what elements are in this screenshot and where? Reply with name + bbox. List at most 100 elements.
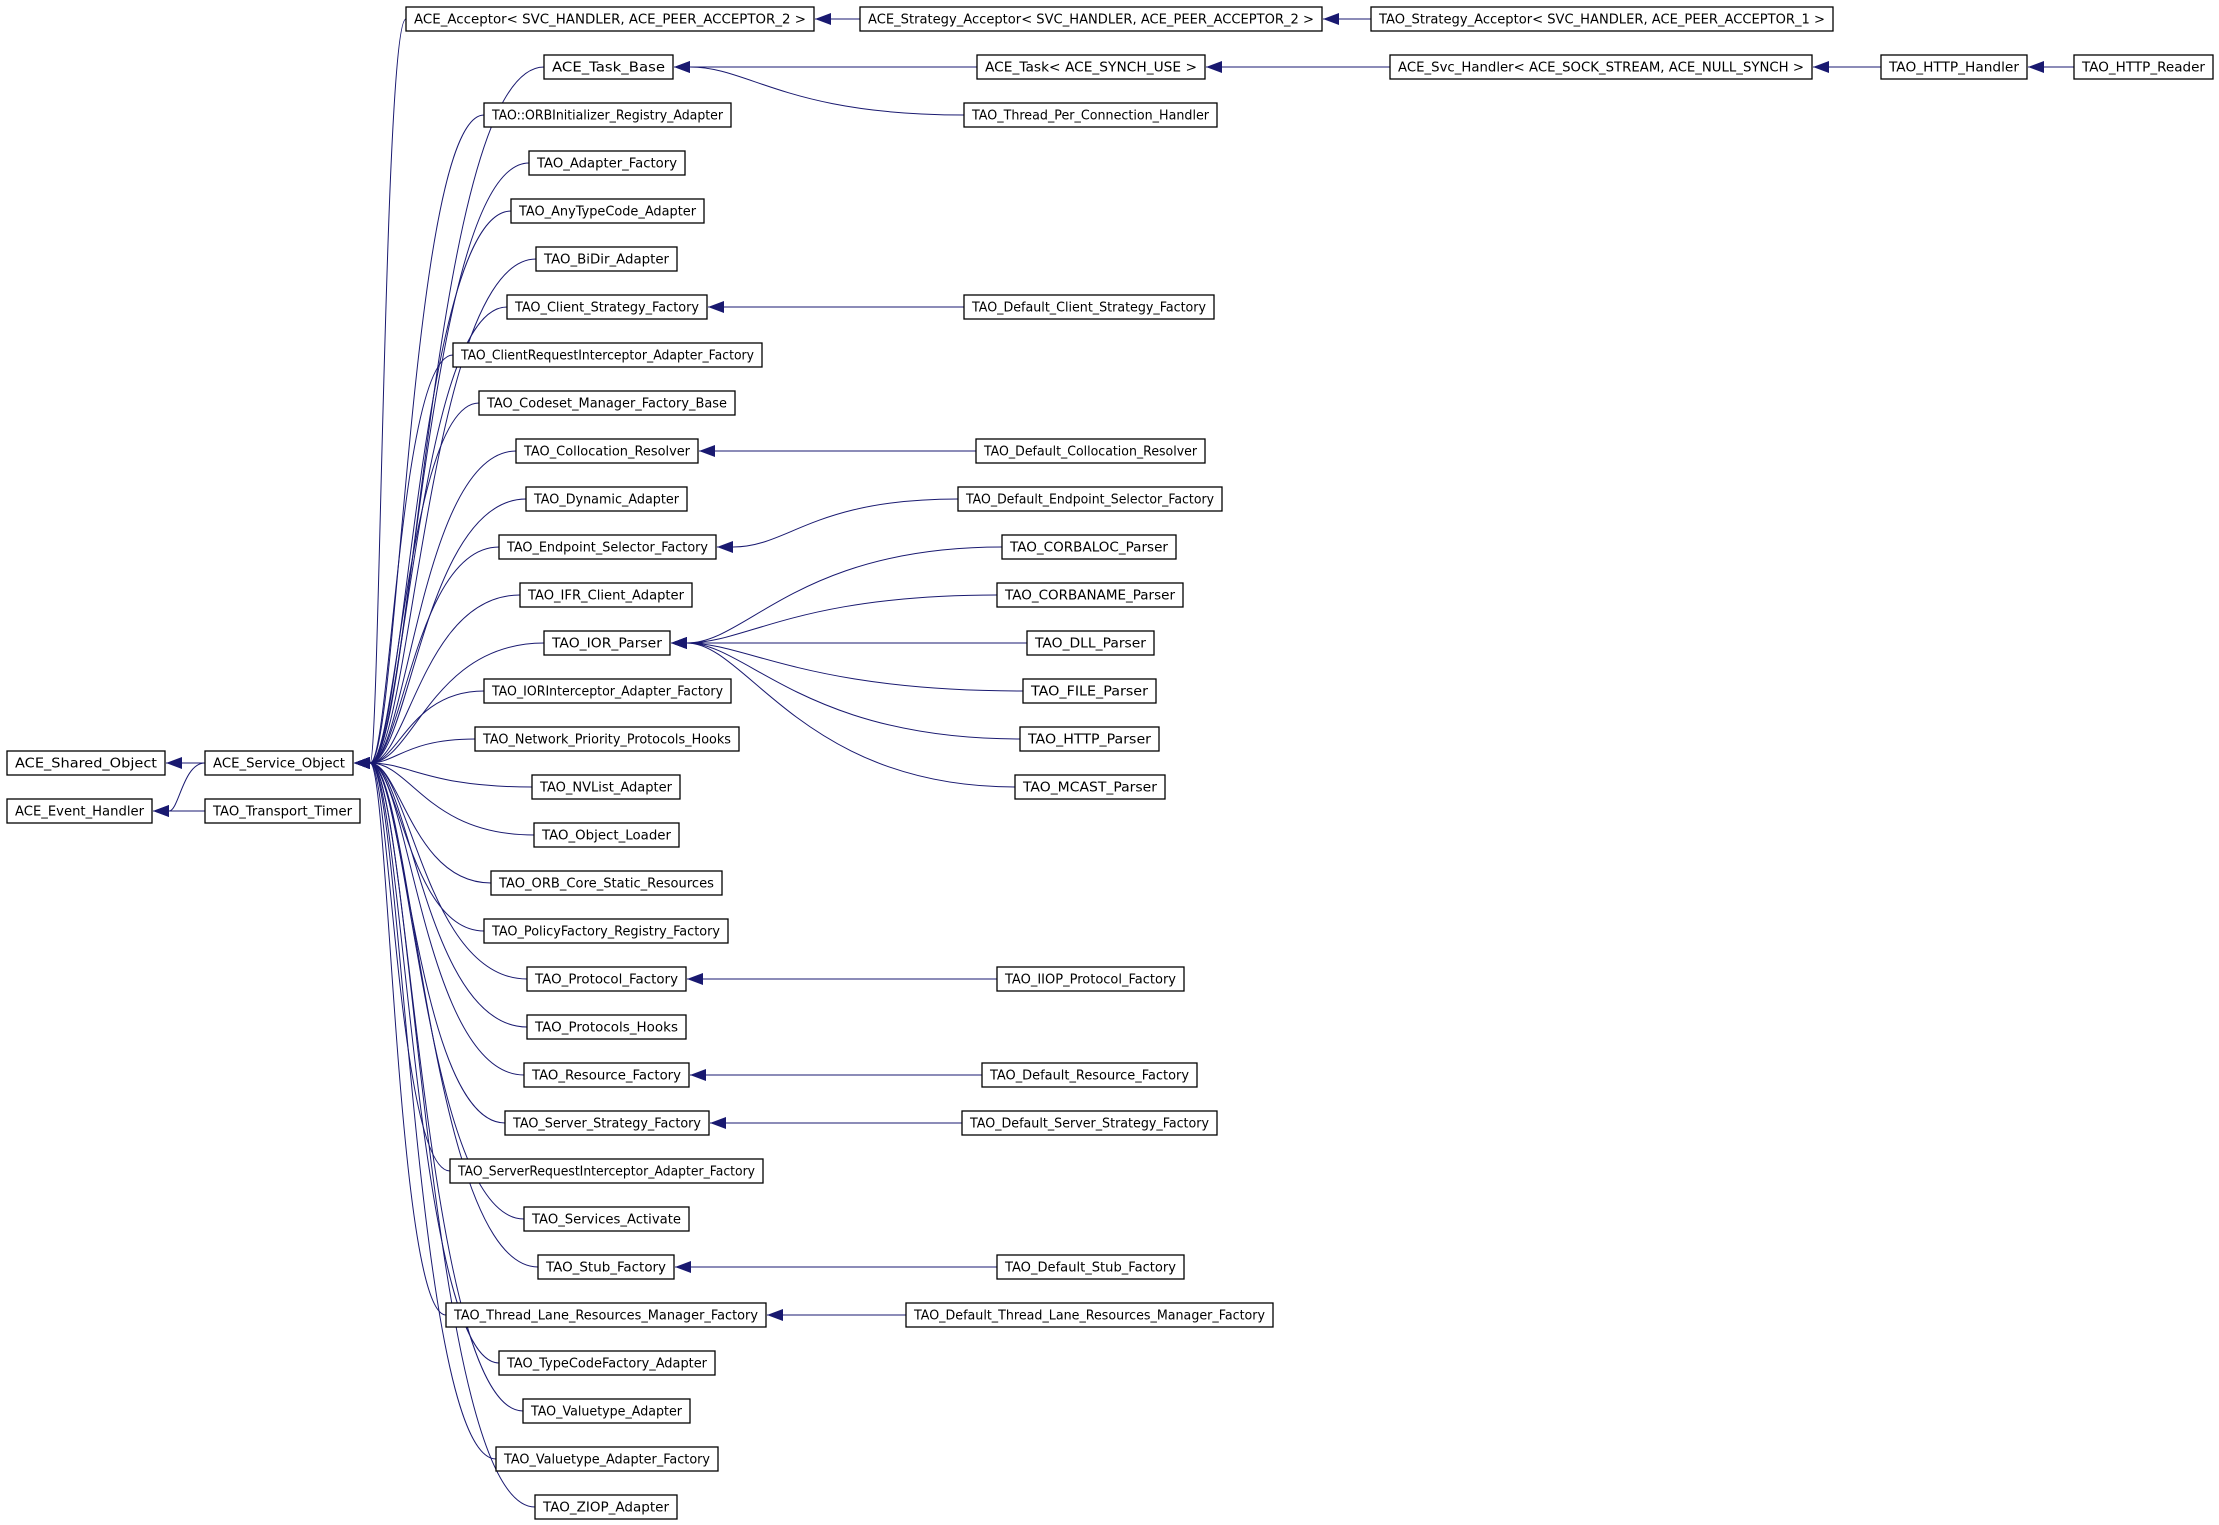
class-box (543, 54, 674, 80)
class-node-tao-corbaname-parser[interactable]: TAO_CORBANAME_Parser (996, 582, 1184, 608)
class-name-label: ACE_Strategy_Acceptor< SVC_HANDLER, ACE_… (868, 13, 1314, 28)
class-box (519, 582, 693, 608)
class-name-label: TAO_IOR_Parser (551, 637, 663, 652)
class-node-ace-service-object[interactable]: ACE_Service_Object (204, 750, 354, 776)
class-node-tao-file-parser[interactable]: TAO_FILE_Parser (1022, 678, 1157, 704)
class-name-label: TAO_Default_Stub_Factory (1004, 1261, 1176, 1276)
class-box (498, 534, 717, 560)
inheritance-edge-tao-client-strategy-factory (354, 306, 508, 769)
class-node-tao-client-strategy-factory[interactable]: TAO_Client_Strategy_Factory (506, 294, 708, 320)
class-node-tao-ziop-adapter[interactable]: TAO_ZIOP_Adapter (534, 1494, 678, 1520)
class-node-tao-ifr-client-adapter[interactable]: TAO_IFR_Client_Adapter (519, 582, 693, 608)
class-node-ace-acceptor[interactable]: ACE_Acceptor< SVC_HANDLER, ACE_PEER_ACCE… (405, 6, 815, 32)
class-node-tao-mcast-parser[interactable]: TAO_MCAST_Parser (1014, 774, 1166, 800)
inheritance-edge-tao-stub-factory (354, 757, 539, 1268)
class-node-tao-object-loader[interactable]: TAO_Object_Loader (533, 822, 680, 848)
class-node-tao-resource-factory[interactable]: TAO_Resource_Factory (523, 1062, 690, 1088)
class-node-tao-server-strategy-factory[interactable]: TAO_Server_Strategy_Factory (504, 1110, 710, 1136)
class-name-label: TAO_Default_Resource_Factory (989, 1069, 1189, 1084)
class-box (1014, 774, 1166, 800)
class-node-tao-default-endpoint-selector-factory[interactable]: TAO_Default_Endpoint_Selector_Factory (957, 486, 1223, 512)
class-node-tao-protocols-hooks[interactable]: TAO_Protocols_Hooks (526, 1014, 687, 1040)
inheritance-edge-tao-dynamic-adapter (354, 498, 527, 769)
inheritance-edge-tao-corbaloc-parser (671, 546, 1003, 649)
class-name-label: TAO_PolicyFactory_Registry_Factory (491, 925, 720, 940)
class-node-tao-http-reader[interactable]: TAO_HTTP_Reader (2073, 54, 2214, 80)
class-name-label: TAO_Network_Priority_Protocols_Hooks (482, 733, 731, 748)
class-node-tao-adapter-factory[interactable]: TAO_Adapter_Factory (528, 150, 686, 176)
inheritance-edge-tao-typecodefactory-adapter (354, 757, 500, 1364)
class-node-tao-orb-core-static-resources[interactable]: TAO_ORB_Core_Static_Resources (490, 870, 723, 896)
inheritance-edge-tao-server-strategy-factory (354, 757, 506, 1124)
class-node-tao-iiop-protocol-factory[interactable]: TAO_IIOP_Protocol_Factory (996, 966, 1185, 992)
class-name-label: TAO_Stub_Factory (545, 1261, 666, 1276)
class-node-tao-typecodefactory-adapter[interactable]: TAO_TypeCodeFactory_Adapter (498, 1350, 716, 1376)
class-node-tao-corbaloc-parser[interactable]: TAO_CORBALOC_Parser (1001, 534, 1177, 560)
class-name-label: TAO_Valuetype_Adapter_Factory (503, 1453, 710, 1468)
class-box (498, 1350, 716, 1376)
class-node-tao-valuetype-adapter-factory[interactable]: TAO_Valuetype_Adapter_Factory (495, 1446, 719, 1472)
class-name-label: TAO_Valuetype_Adapter (530, 1405, 683, 1420)
class-name-label: TAO_Thread_Lane_Resources_Manager_Factor… (453, 1309, 758, 1324)
class-name-label: TAO_HTTP_Reader (2081, 61, 2206, 76)
inheritance-edge-tao-resource-factory (354, 757, 525, 1076)
class-node-tao-dynamic-adapter[interactable]: TAO_Dynamic_Adapter (525, 486, 688, 512)
class-node-tao-codeset-manager-factory-base[interactable]: TAO_Codeset_Manager_Factory_Base (478, 390, 736, 416)
class-node-tao-endpoint-selector-factory[interactable]: TAO_Endpoint_Selector_Factory (498, 534, 717, 560)
class-node-tao-thread-per-connection-handler[interactable]: TAO_Thread_Per_Connection_Handler (963, 102, 1218, 128)
class-node-tao-stub-factory[interactable]: TAO_Stub_Factory (537, 1254, 675, 1280)
class-node-tao-bidir-adapter[interactable]: TAO_BiDir_Adapter (535, 246, 678, 272)
class-node-ace-task[interactable]: ACE_Task< ACE_SYNCH_USE > (976, 54, 1206, 80)
class-node-tao-default-collocation-resolver[interactable]: TAO_Default_Collocation_Resolver (975, 438, 1206, 464)
class-node-tao-clientrequestinterceptor-adapter-factory[interactable]: TAO_ClientRequestInterceptor_Adapter_Fac… (452, 342, 763, 368)
class-node-ace-strategy-acceptor[interactable]: ACE_Strategy_Acceptor< SVC_HANDLER, ACE_… (859, 6, 1323, 32)
class-node-tao-policyfactory-registry-factory[interactable]: TAO_PolicyFactory_Registry_Factory (483, 918, 729, 944)
class-name-label: TAO_IIOP_Protocol_Factory (1004, 973, 1176, 988)
inheritance-edge-tao-valuetype-adapter-factory (354, 757, 497, 1460)
class-node-tao-http-handler[interactable]: TAO_HTTP_Handler (1880, 54, 2028, 80)
class-node-ace-shared-object[interactable]: ACE_Shared_Object (6, 750, 166, 776)
class-node-tao-dll-parser[interactable]: TAO_DLL_Parser (1026, 630, 1155, 656)
class-name-label: ACE_Svc_Handler< ACE_SOCK_STREAM, ACE_NU… (1398, 61, 1804, 76)
class-box (528, 150, 686, 176)
class-box (981, 1062, 1198, 1088)
class-node-tao-default-resource-factory[interactable]: TAO_Default_Resource_Factory (981, 1062, 1198, 1088)
class-node-tao-valuetype-adapter[interactable]: TAO_Valuetype_Adapter (522, 1398, 691, 1424)
class-box (1370, 6, 1834, 32)
class-node-tao-default-server-strategy-factory[interactable]: TAO_Default_Server_Strategy_Factory (961, 1110, 1218, 1136)
class-node-tao-ior-parser[interactable]: TAO_IOR_Parser (543, 630, 671, 656)
class-node-tao-transport-timer[interactable]: TAO_Transport_Timer (204, 798, 361, 824)
class-node-ace-task-base[interactable]: ACE_Task_Base (543, 54, 674, 80)
class-node-tao-anytypecode-adapter[interactable]: TAO_AnyTypeCode_Adapter (510, 198, 705, 224)
class-name-label: TAO_DLL_Parser (1034, 637, 1147, 652)
class-box (996, 1254, 1185, 1280)
inheritance-edge-tao-mcast-parser (671, 637, 1016, 788)
class-node-tao-nvlist-adapter[interactable]: TAO_NVList_Adapter (531, 774, 681, 800)
class-node-tao-thread-lane-resources-manager-factory[interactable]: TAO_Thread_Lane_Resources_Manager_Factor… (445, 1302, 767, 1328)
inheritance-edge-tao-default-endpoint-selector-factory (717, 498, 959, 553)
class-node-tao-services-activate[interactable]: TAO_Services_Activate (523, 1206, 690, 1232)
class-name-label: ACE_Task< ACE_SYNCH_USE > (985, 61, 1197, 76)
class-node-tao-serverrequestinterceptor-adapter-factory[interactable]: TAO_ServerRequestInterceptor_Adapter_Fac… (449, 1158, 764, 1184)
class-node-tao-strategy-acceptor[interactable]: TAO_Strategy_Acceptor< SVC_HANDLER, ACE_… (1370, 6, 1834, 32)
inheritance-edge-tao-adapter-factory (354, 162, 530, 769)
class-node-tao-collocation-resolver[interactable]: TAO_Collocation_Resolver (515, 438, 699, 464)
class-node-tao-default-client-strategy-factory[interactable]: TAO_Default_Client_Strategy_Factory (963, 294, 1215, 320)
class-node-ace-event-handler[interactable]: ACE_Event_Handler (6, 798, 153, 824)
class-node-tao-orbinitializer-registry-adapter[interactable]: TAO::ORBInitializer_Registry_Adapter (483, 102, 732, 128)
class-node-tao-network-priority-protocols-hooks[interactable]: TAO_Network_Priority_Protocols_Hooks (474, 726, 740, 752)
class-node-tao-http-parser[interactable]: TAO_HTTP_Parser (1019, 726, 1160, 752)
class-node-tao-protocol-factory[interactable]: TAO_Protocol_Factory (526, 966, 687, 992)
class-node-tao-default-thread-lane-resources-manager-factory[interactable]: TAO_Default_Thread_Lane_Resources_Manage… (905, 1302, 1274, 1328)
class-name-label: TAO_CORBANAME_Parser (1004, 589, 1176, 604)
class-name-label: TAO_TypeCodeFactory_Adapter (506, 1357, 708, 1372)
class-name-label: ACE_Shared_Object (15, 757, 157, 772)
class-node-ace-svc-handler[interactable]: ACE_Svc_Handler< ACE_SOCK_STREAM, ACE_NU… (1389, 54, 1813, 80)
class-name-label: TAO::ORBInitializer_Registry_Adapter (491, 109, 724, 124)
class-box (483, 102, 732, 128)
class-box (1389, 54, 1813, 80)
class-box (537, 1254, 675, 1280)
class-node-tao-iorinterceptor-adapter-factory[interactable]: TAO_IORInterceptor_Adapter_Factory (483, 678, 732, 704)
class-node-tao-default-stub-factory[interactable]: TAO_Default_Stub_Factory (996, 1254, 1185, 1280)
class-box (523, 1062, 690, 1088)
